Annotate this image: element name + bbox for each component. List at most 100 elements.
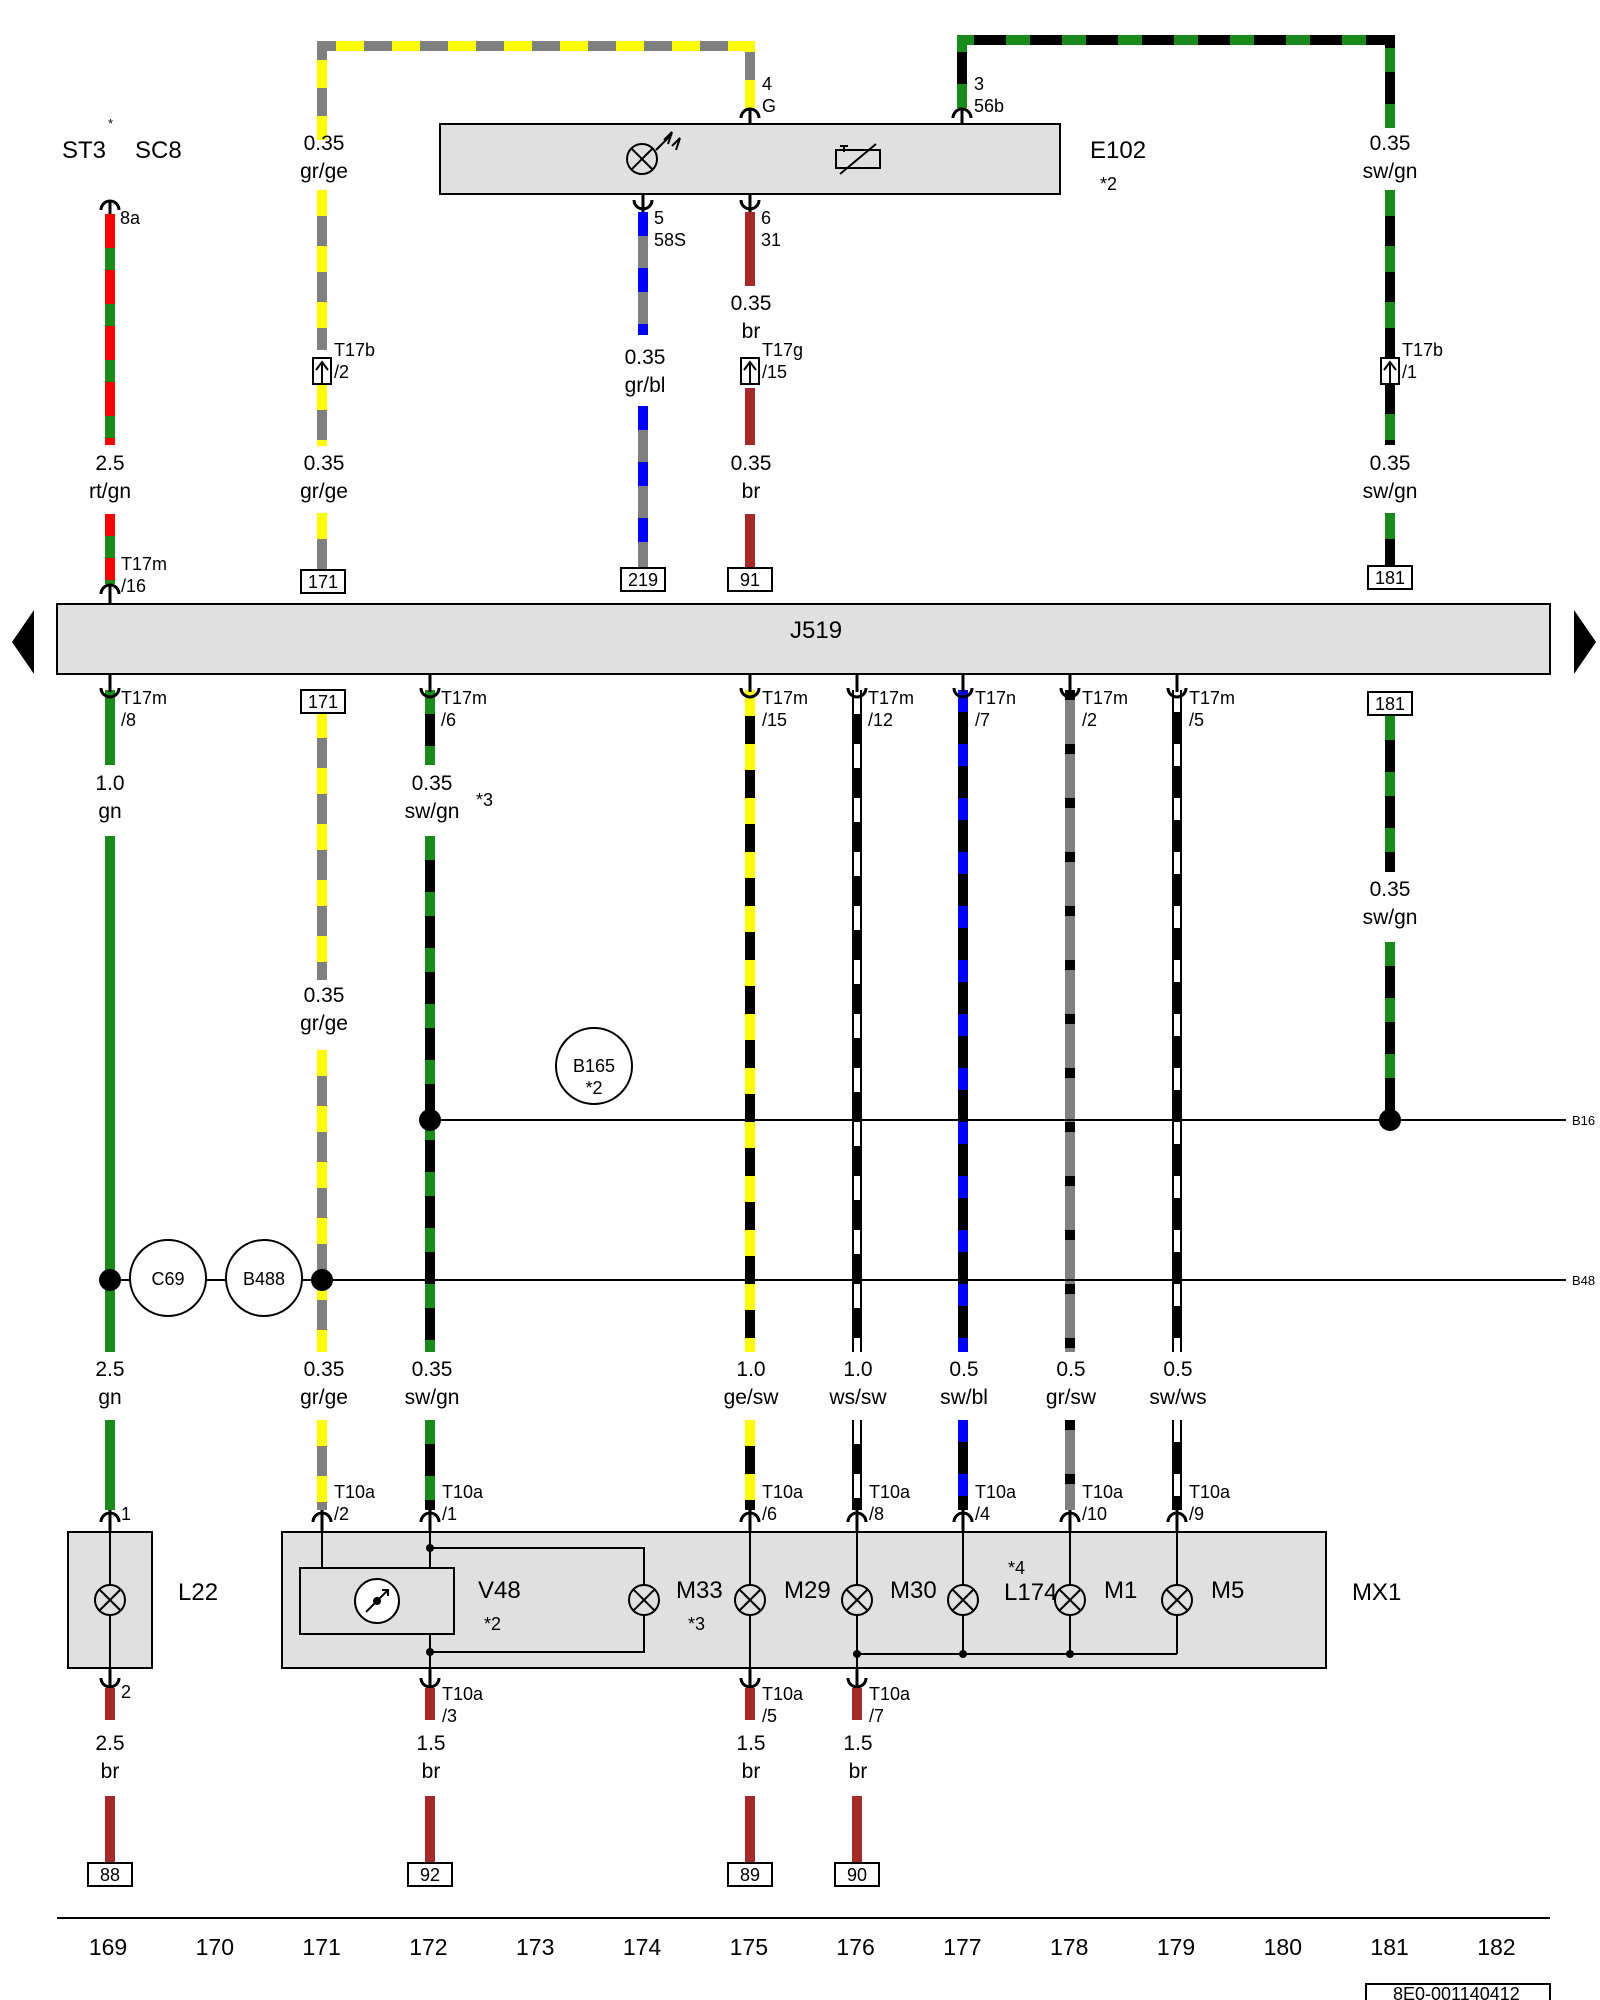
wire-br-top2-size: 0.35 xyxy=(731,452,772,475)
wire-grge-top1-color: gr/ge xyxy=(300,160,348,183)
wire-swgn-172-size: 0.35 xyxy=(412,772,453,795)
splice-b48-edge: B48 xyxy=(1572,1273,1595,1288)
wire-grge-top2-size: 0.35 xyxy=(304,452,345,475)
grid-number: 173 xyxy=(516,1934,554,1960)
conn-t10a-3-pin: /3 xyxy=(442,1706,457,1726)
wire-br-175-size: 1.5 xyxy=(736,1732,765,1755)
grid-number: 174 xyxy=(623,1934,662,1960)
l22-pin-top: 1 xyxy=(121,1504,131,1524)
grid-number: 179 xyxy=(1157,1934,1195,1960)
doc-id-box xyxy=(1365,1983,1551,2000)
ref-171-bot: 171 xyxy=(308,692,338,712)
grid-number: 178 xyxy=(1050,1934,1088,1960)
conn-t10a-4-pin: /4 xyxy=(975,1504,990,1524)
sc8-pin-symbol xyxy=(99,199,121,214)
ref-181-top: 181 xyxy=(1375,568,1405,588)
m1-label: M1 xyxy=(1104,1577,1137,1604)
wire-rtgn-color: rt/gn xyxy=(89,480,131,503)
conn-t10a-10-pin: /10 xyxy=(1082,1504,1107,1524)
e102-pin-56b-name: 56b xyxy=(974,96,1004,116)
doc-id: 8E0-001140412 xyxy=(1393,1984,1520,2000)
conn-t10a-1-pin: /1 xyxy=(442,1504,457,1524)
scroll-left-arrow-icon[interactable] xyxy=(12,610,34,674)
grid-number: 182 xyxy=(1477,1934,1515,1960)
l174-note: *4 xyxy=(1008,1558,1025,1578)
conn-t17b-1-pin: /1 xyxy=(1402,362,1417,382)
j519-label: J519 xyxy=(790,617,842,644)
st3-star: * xyxy=(108,116,113,131)
conn-t10a-6-name: T10a xyxy=(762,1482,804,1502)
inline-connector-symbols xyxy=(312,357,1400,385)
wire-grge-loop xyxy=(317,41,755,570)
conn-t10a-7-name: T10a xyxy=(869,1684,911,1704)
conn-t10a-4-name: T10a xyxy=(975,1482,1017,1502)
wire-swgn-181b-color: sw/gn xyxy=(1363,906,1418,929)
ref-88: 88 xyxy=(100,1865,120,1885)
conn-t10a-7-pin: /7 xyxy=(869,1706,884,1726)
e102-pin-g-num: 4 xyxy=(762,74,772,94)
wire-gn-2-color: gn xyxy=(98,1386,121,1409)
conn-t17m-16-pin: /16 xyxy=(121,576,146,596)
m33-note: *3 xyxy=(688,1614,705,1634)
conn-t17m-6-name: T17m xyxy=(441,688,487,708)
e102-pin-58s-num: 5 xyxy=(654,208,664,228)
l22-lamp-icon xyxy=(94,1584,126,1616)
v48-note: *2 xyxy=(484,1614,501,1634)
splice-c69-label: C69 xyxy=(151,1269,184,1289)
m33-lamp-icon xyxy=(628,1584,660,1616)
grid-number: 169 xyxy=(89,1934,127,1960)
ref-181-bot: 181 xyxy=(1375,694,1405,714)
conn-t10a-2-name: T10a xyxy=(334,1482,376,1502)
inline-connector-arrows xyxy=(315,360,1397,384)
wire-grge-low-size: 0.35 xyxy=(304,1358,345,1381)
conn-t17m-5-name: T17m xyxy=(1189,688,1235,708)
wire-grge-mid-color: gr/ge xyxy=(300,1012,348,1035)
wire-swgn-172-color: sw/gn xyxy=(405,800,460,823)
scroll-right-arrow-icon[interactable] xyxy=(1574,610,1596,674)
wire-swgn-top1-color: sw/gn xyxy=(1363,160,1418,183)
wire-grbl-size: 0.35 xyxy=(625,346,666,369)
l22-label: L22 xyxy=(178,1579,218,1606)
conn-t10a-6-pin: /6 xyxy=(762,1504,777,1524)
e102-pin-58s-name: 58S xyxy=(654,230,686,250)
wire-swgn-top2-size: 0.35 xyxy=(1370,452,1411,475)
splice-b488-label: B488 xyxy=(243,1269,285,1289)
conn-t10a-8-pin: /8 xyxy=(869,1504,884,1524)
m30-lamp-icon xyxy=(841,1584,873,1616)
e102-pin-56b-num: 3 xyxy=(974,74,984,94)
wire-br-172-color: br xyxy=(422,1760,441,1783)
conn-t10a-9-pin: /9 xyxy=(1189,1504,1204,1524)
mx1-junctions xyxy=(426,1544,1074,1658)
mx1-label: MX1 xyxy=(1352,1579,1401,1606)
conn-t10a-3-name: T10a xyxy=(442,1684,484,1704)
wire-grge-low-color: gr/ge xyxy=(300,1386,348,1409)
wire-br-172-size: 1.5 xyxy=(416,1732,445,1755)
wire-br-top1-size: 0.35 xyxy=(731,292,772,315)
conn-t17m-8-pin: /8 xyxy=(121,710,136,730)
wire-wssw-color: ws/sw xyxy=(828,1386,887,1409)
conn-t17m-12-name: T17m xyxy=(868,688,914,708)
conn-t17m-15-name: T17m xyxy=(762,688,808,708)
m29-lamp-icon xyxy=(734,1584,766,1616)
e102-pin-31-num: 6 xyxy=(761,208,771,228)
ref-boxes-bottom xyxy=(87,1862,880,1887)
wire-swbl-color: sw/bl xyxy=(940,1386,988,1409)
conn-t17m-5-pin: /5 xyxy=(1189,710,1204,730)
conn-t17b-2-pin: /2 xyxy=(334,362,349,382)
splice-b488-circle xyxy=(225,1239,303,1317)
splice-c69-circle xyxy=(129,1239,207,1317)
wire-swgn-low-color: sw/gn xyxy=(405,1386,460,1409)
ref-boxes-bottom-j519 xyxy=(300,689,1413,716)
wire-br-169-size: 2.5 xyxy=(95,1732,124,1755)
v48-motor-icon xyxy=(354,1578,400,1624)
l174-lamp-icon xyxy=(947,1584,979,1616)
grid-number: 180 xyxy=(1264,1934,1302,1960)
splice-b165-circle xyxy=(555,1027,633,1105)
ref-boxes-top xyxy=(300,565,1413,594)
grid-number: 171 xyxy=(302,1934,340,1960)
e102-label: E102 xyxy=(1090,137,1146,164)
e102-note: *2 xyxy=(1100,174,1117,194)
grid-number: 170 xyxy=(196,1934,234,1960)
wire-gesw-size: 1.0 xyxy=(736,1358,765,1381)
